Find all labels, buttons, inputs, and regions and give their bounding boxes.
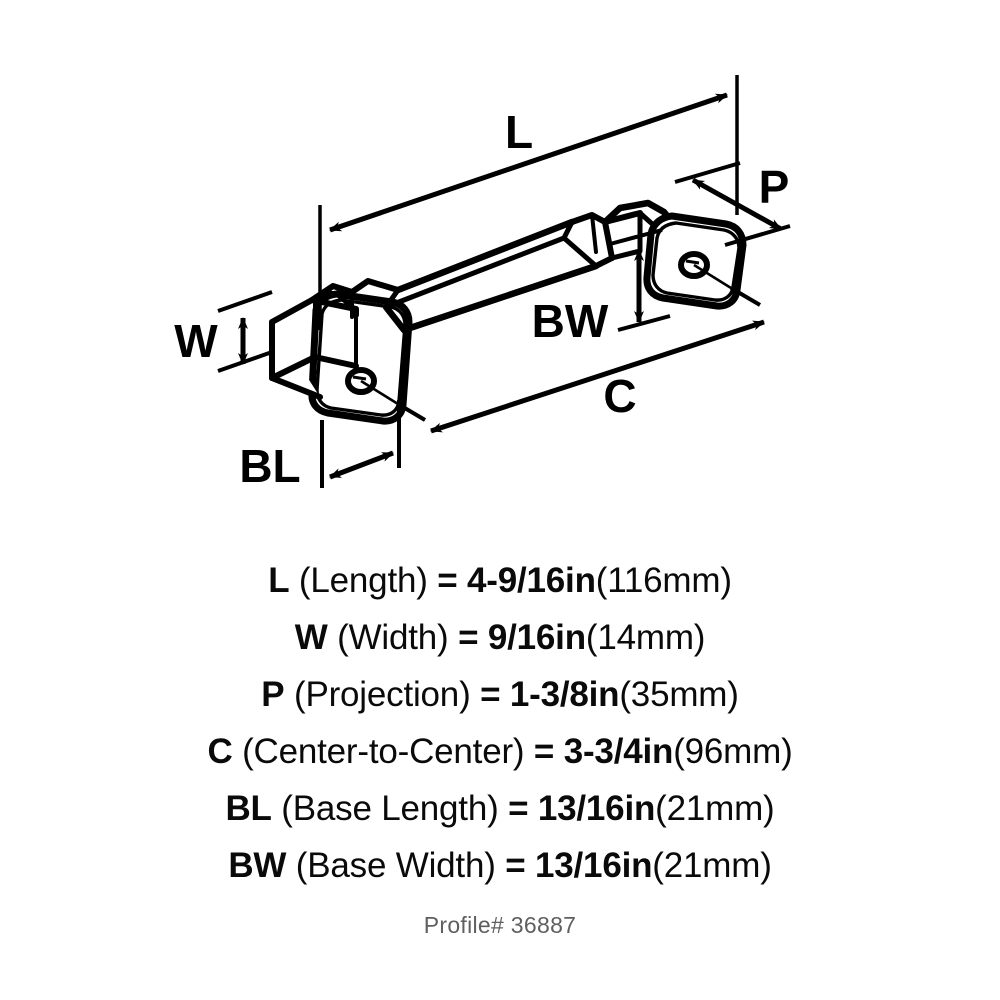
dim-label-P: P — [759, 161, 790, 213]
spec-eq-W: = — [458, 618, 479, 657]
spec-metric-L: (116mm) — [595, 561, 732, 600]
spec-name-L: (Length) — [298, 561, 428, 600]
spec-row-center-to-center: C (Center-to-Center) = 3-3/4in(96mm) — [0, 723, 1000, 780]
spec-abbr-BW: BW — [228, 846, 287, 885]
spec-abbr-P: P — [261, 675, 285, 714]
spec-abbr-BL: BL — [225, 789, 272, 828]
spec-name-C: (Center-to-Center) — [242, 732, 525, 771]
dim-label-L: L — [505, 106, 533, 158]
spec-name-W: (Width) — [337, 618, 449, 657]
spec-row-projection: P (Projection) = 1-3/8in(35mm) — [0, 666, 1000, 723]
spec-metric-P: (35mm) — [619, 675, 739, 714]
spec-metric-BL: (21mm) — [655, 789, 775, 828]
spec-imperial-BW: 13/16in — [535, 846, 653, 885]
screw-holes — [345, 251, 732, 406]
spec-abbr-L: L — [268, 561, 290, 600]
spec-eq-C: = — [533, 732, 555, 771]
dimension-BL — [320, 400, 401, 488]
spec-imperial-BL: 13/16in — [537, 789, 656, 828]
dim-label-BW: BW — [532, 295, 609, 347]
spec-row-base-width: BW (Base Width) = 13/16in(21mm) — [0, 837, 1000, 894]
spec-eq-P: = — [480, 675, 501, 714]
dim-label-BL: BL — [239, 440, 300, 492]
product-diagram: L W P C BL BW — [174, 75, 791, 492]
spec-abbr-C: C — [207, 732, 233, 771]
spec-imperial-L: 4-9/16in — [467, 561, 596, 600]
spec-metric-BW: (21mm) — [652, 846, 772, 885]
spec-imperial-C: 3-3/4in — [563, 732, 674, 771]
spec-eq-BW: = — [505, 846, 526, 885]
handle-illustration — [269, 199, 747, 425]
spec-row-length: L (Length) = 4-9/16in(116mm) — [0, 552, 1000, 609]
spec-imperial-W: 9/16in — [487, 618, 586, 657]
spec-name-BL: (Base Length) — [281, 789, 499, 828]
spec-metric-W: (14mm) — [585, 618, 706, 657]
specification-list: L (Length) = 4-9/16in(116mm) W (Width) =… — [0, 552, 1000, 894]
dimension-W — [217, 290, 273, 373]
spec-row-width: W (Width) = 9/16in(14mm) — [0, 609, 1000, 666]
spec-eq-L: = — [437, 561, 458, 600]
left-base-screw-hole — [345, 367, 399, 406]
dimension-BW — [609, 228, 671, 332]
spec-metric-C: (96mm) — [673, 732, 793, 771]
spec-abbr-W: W — [294, 618, 328, 657]
dimension-C — [396, 286, 765, 434]
profile-number: Profile# 36887 — [423, 912, 577, 938]
spec-eq-BL: = — [508, 789, 529, 828]
dim-label-C: C — [603, 370, 636, 422]
spec-imperial-P: 1-3/8in — [509, 675, 620, 714]
spec-name-P: (Projection) — [293, 675, 471, 714]
spec-row-base-length: BL (Base Length) = 13/16in(21mm) — [0, 780, 1000, 837]
dim-label-W: W — [174, 315, 218, 367]
dimension-P — [674, 161, 791, 247]
spec-name-BW: (Base Width) — [295, 846, 496, 885]
dimension-lines — [217, 75, 791, 488]
right-base-screw-hole — [678, 251, 732, 290]
diagram-svg: L W P C BL BW — [174, 75, 791, 492]
left-transition — [309, 278, 401, 319]
